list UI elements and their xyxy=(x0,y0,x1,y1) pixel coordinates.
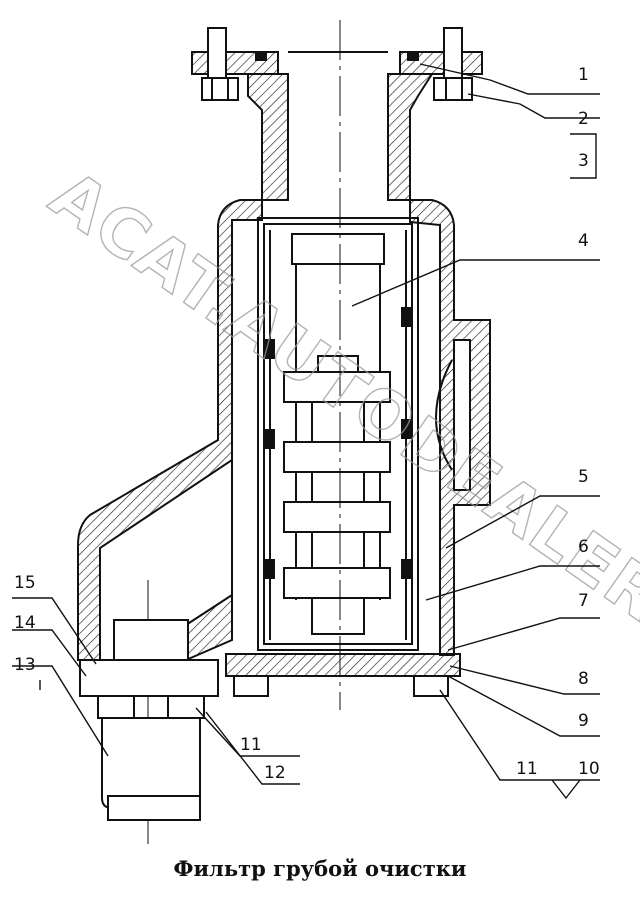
filter-element xyxy=(257,217,419,651)
outlet-pipe xyxy=(101,717,201,821)
inlet-flange xyxy=(191,51,483,201)
outlet-block xyxy=(79,619,219,719)
callout-11-left: 11 xyxy=(240,735,262,755)
callouts: 1 2 3 4 5 6 7 8 9 10 11 11 12 13 14 15 xyxy=(14,65,600,783)
callout-5: 5 xyxy=(578,467,589,487)
callout-2: 2 xyxy=(578,109,589,129)
figure-caption: Фильтр грубой очистки xyxy=(173,856,467,881)
callout-8: 8 xyxy=(578,669,589,689)
center-axis xyxy=(147,20,341,848)
callout-6: 6 xyxy=(578,537,589,557)
bottom-cover xyxy=(225,653,461,697)
callout-3: 3 xyxy=(578,151,589,171)
callout-11-right: 11 xyxy=(516,759,538,779)
leader-lines xyxy=(12,63,600,800)
callout-4: 4 xyxy=(578,231,589,251)
callout-13: 13 xyxy=(14,655,36,675)
callout-1: 1 xyxy=(578,65,589,85)
callout-12: 12 xyxy=(264,763,286,783)
flange-bolt-right xyxy=(433,27,473,101)
callout-15: 15 xyxy=(14,573,36,593)
flange-bolt-left xyxy=(201,27,239,101)
callout-9: 9 xyxy=(578,711,589,731)
callout-14: 14 xyxy=(14,613,36,633)
callout-10: 10 xyxy=(578,759,600,779)
callout-7: 7 xyxy=(578,591,589,611)
magnet-stack xyxy=(283,355,391,635)
